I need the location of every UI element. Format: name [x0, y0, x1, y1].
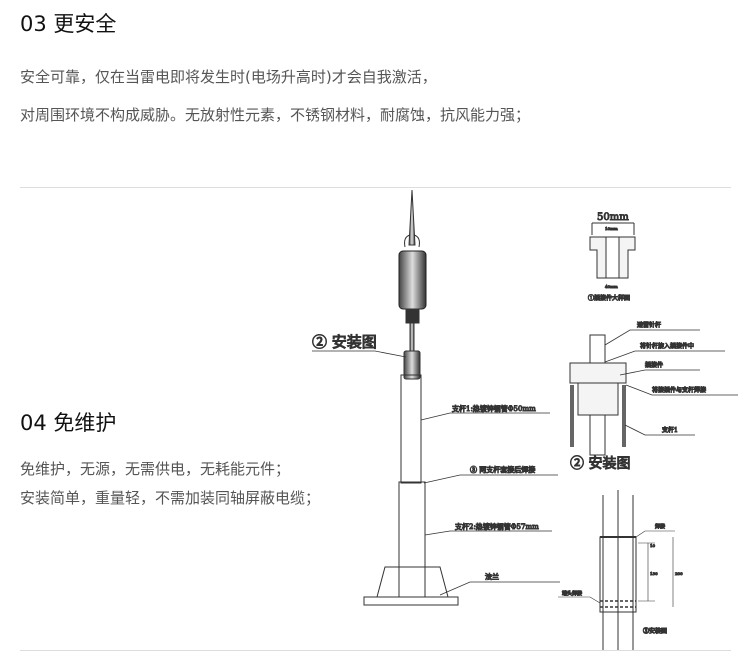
divider-bottom	[20, 650, 731, 651]
pole1-short-label: 支杆1	[662, 426, 678, 434]
install-label-2: ② 安装图	[570, 456, 630, 472]
section-title-safety: 03 更安全	[20, 12, 117, 36]
safety-text-2: 对周围环境不构成威胁。无放射性元素，不锈钢材料，耐腐蚀，抗风能力强；	[20, 106, 531, 124]
support-pole	[363, 374, 459, 606]
install-label: ② 安装图	[312, 333, 377, 351]
flange-label: 法兰	[485, 572, 499, 581]
dim3: 200	[675, 571, 683, 576]
width-top-label: 50mm	[597, 212, 629, 223]
install-label-3: ③安装图	[643, 627, 667, 635]
divider	[20, 187, 731, 188]
safety-text-1: 安全可靠，仅在当雷电即将发生时(电场升高时)才会自我激活，	[20, 68, 437, 86]
sleeve-detail: 焊接 端头焊接 ③安装图 10 130 200	[558, 490, 684, 650]
screw-label: 将针杆旋入插接件中	[640, 342, 694, 350]
assembly-detail: 避雷针杆 将针杆旋入插接件中 插接件 将接插件与支杆焊接 支杆1 ② 安装图	[569, 321, 738, 473]
detail-caption: ①插接件大样图	[588, 294, 630, 302]
dim1: 10	[650, 543, 656, 548]
lightning-rod	[398, 189, 427, 380]
maintenance-text-1: 免维护，无源，无需供电，无耗能元件；	[20, 460, 291, 478]
dim2: 130	[650, 571, 658, 576]
pole2-label: 支杆2:热镀锌钢管Φ57mm	[455, 522, 539, 531]
section-title-maintenance: 04 免维护	[20, 411, 117, 435]
width-bottom-label: 40mm	[605, 284, 618, 289]
weld-connector-label: 将接插件与支杆焊接	[652, 386, 706, 394]
pole1-label: 支杆1:热镀锌钢管Φ50mm	[452, 404, 536, 413]
weld2-label: 焊接	[655, 523, 665, 530]
inner-label: 10mm	[605, 226, 618, 231]
connector-label: 插接件	[645, 361, 663, 369]
maintenance-text-2: 安装简单，重量轻，不需加装同轴屏蔽电缆；	[20, 489, 321, 507]
rod-label: 避雷针杆	[637, 321, 661, 329]
end-weld-label: 端头焊接	[562, 590, 582, 597]
connector-detail: 50mm 10mm 40mm ①插接件大样图	[588, 212, 636, 303]
installation-diagram: ② 安装图 支杆1:热镀锌钢管Φ50mm ③ 两支杆套接后焊接 支杆2:热镀锌钢…	[312, 189, 738, 650]
weld-label: ③ 两支杆套接后焊接	[470, 465, 535, 474]
